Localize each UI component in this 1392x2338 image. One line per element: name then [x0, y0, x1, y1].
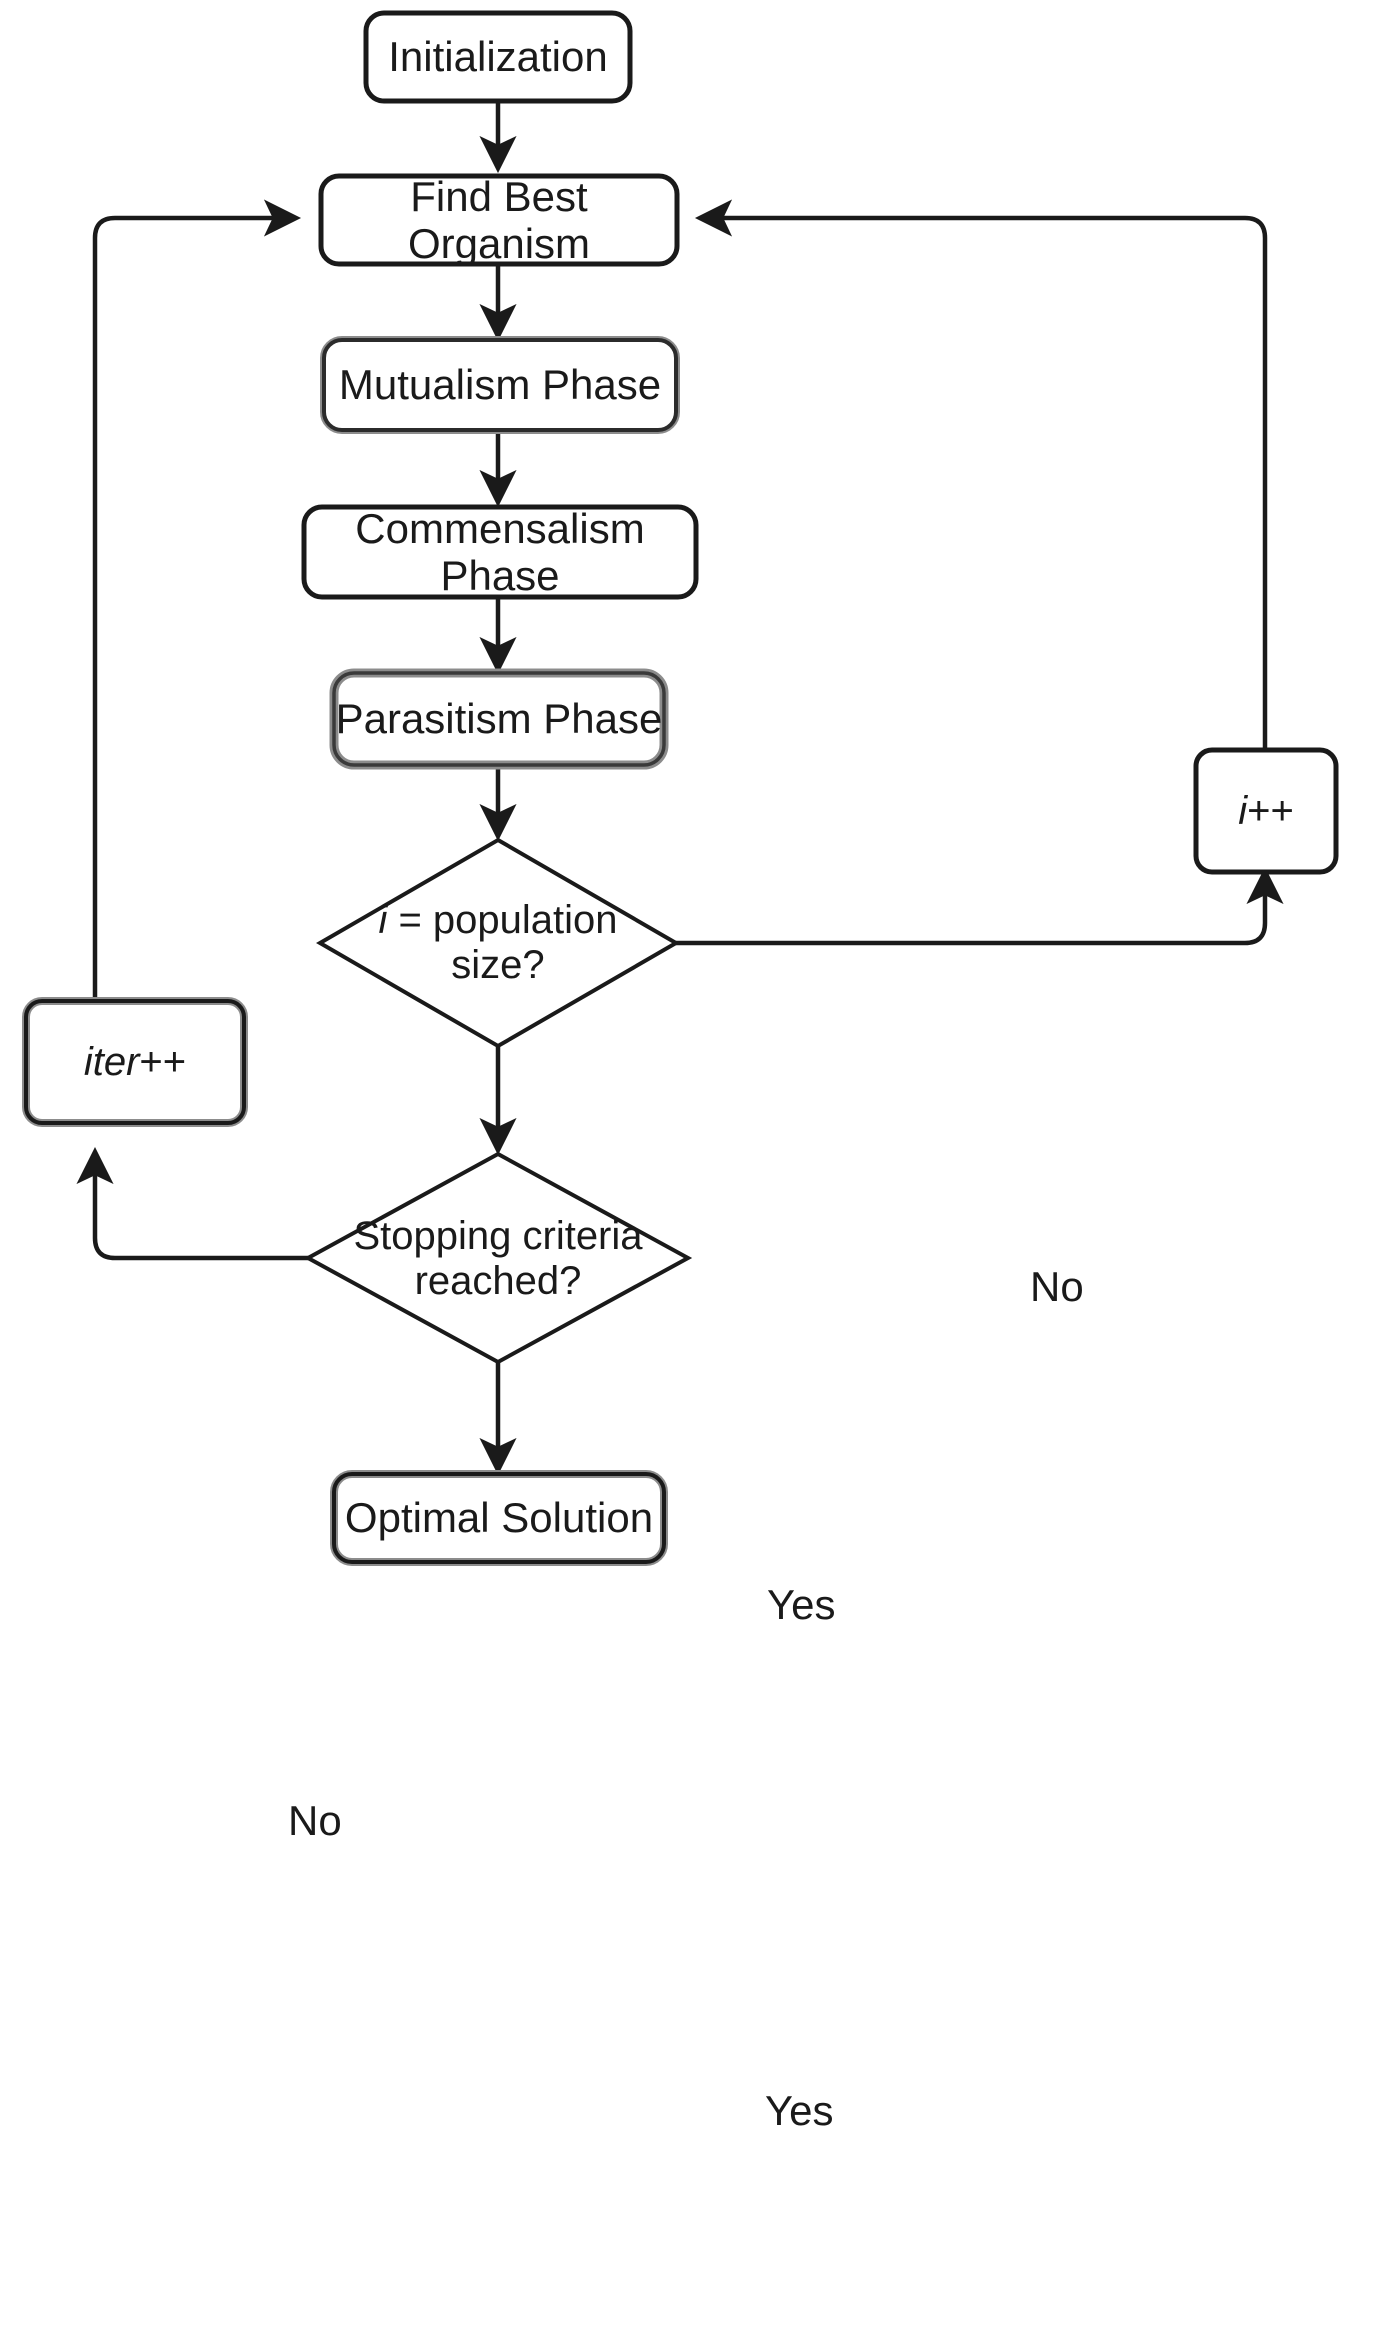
- edge-label-stop-no: No: [288, 1797, 342, 1844]
- edge-decision-pop-no-to-j-increment: [675, 866, 1284, 946]
- edge-label-pop-no: No: [1030, 1263, 1084, 1310]
- node-commensalism-shape[interactable]: [301, 504, 699, 600]
- edge-iter-increment-to-find-best: [92, 199, 302, 1000]
- node-iter-increment-shape[interactable]: [22, 997, 248, 1127]
- node-find-best-shape[interactable]: [318, 173, 680, 267]
- node-decision-pop-shape[interactable]: [316, 837, 680, 1049]
- node-j-increment-shape[interactable]: [1193, 747, 1339, 875]
- node-mutualism-shape[interactable]: [320, 336, 680, 434]
- edge-decision-stop-no-to-iter-increment: [76, 1146, 310, 1261]
- node-initialization-shape[interactable]: [363, 10, 633, 104]
- node-decision-stop-shape[interactable]: [303, 1151, 693, 1365]
- node-optimal-shape[interactable]: [330, 1470, 668, 1566]
- node-parasitism-shape[interactable]: [329, 668, 669, 770]
- edge-j-increment-to-find-best: [694, 199, 1268, 750]
- edge-label-stop-yes: Yes: [765, 2087, 834, 2134]
- edge-label-pop-yes: Yes: [767, 1581, 836, 1628]
